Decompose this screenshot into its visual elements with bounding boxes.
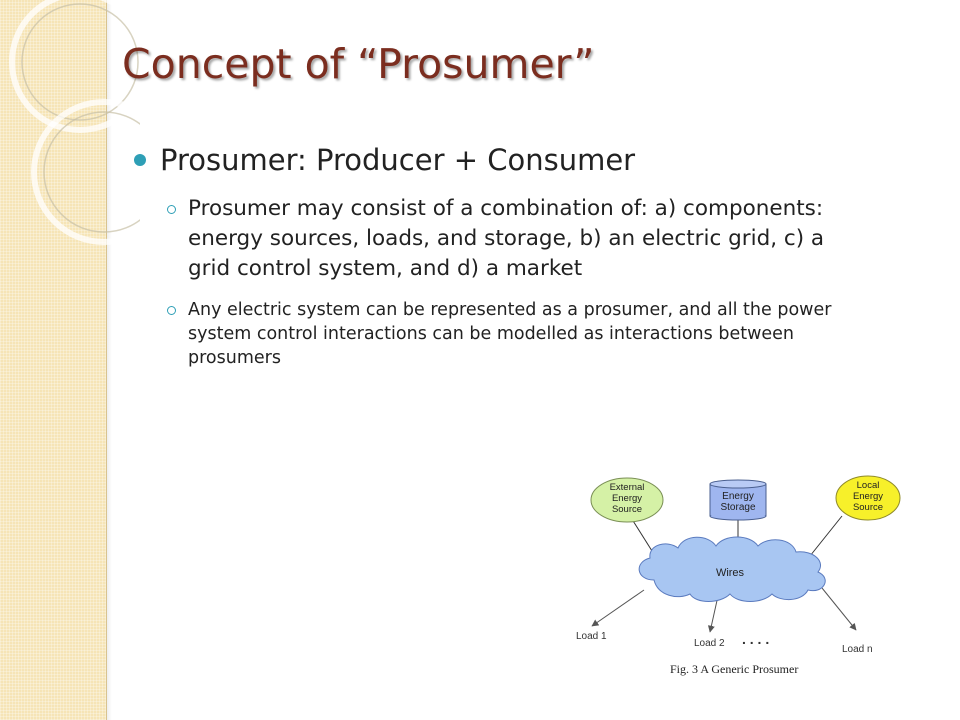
external-energy-source-node: External Energy Source <box>590 477 664 523</box>
figure-caption: Fig. 3 A Generic Prosumer <box>670 662 798 676</box>
local-source-label: Source <box>853 502 883 513</box>
sub-bullet-text: Prosumer may consist of a combination of… <box>188 196 825 281</box>
load-1-label: Load 1 <box>576 631 607 642</box>
wires-cloud: Wires <box>638 536 826 602</box>
bullet-ring-icon <box>167 306 176 315</box>
storage-label: Energy <box>722 491 754 502</box>
energy-storage-node: Energy Storage <box>709 479 767 521</box>
load-ellipsis: . . . . <box>742 631 769 647</box>
main-bullet: Prosumer: Producer + Consumer <box>132 142 844 178</box>
arrow-load-2 <box>707 595 719 633</box>
decorative-circles <box>9 0 140 245</box>
sub-bullet-text: Any electric system can be represented a… <box>188 300 832 368</box>
local-source-label: Energy <box>853 491 883 502</box>
side-band-shadow <box>106 0 112 720</box>
external-source-label: Source <box>612 504 642 515</box>
storage-label: Storage <box>720 502 755 513</box>
wires-label: Wires <box>716 567 745 579</box>
load-2-label: Load 2 <box>694 638 725 649</box>
main-bullet-text: Prosumer: Producer + Consumer <box>160 143 636 177</box>
link-local-to-wires <box>809 515 843 557</box>
bullet-ring-icon <box>167 205 176 214</box>
external-source-label: External <box>610 482 645 493</box>
slide-title: Concept of “Prosumer” <box>122 40 595 88</box>
bullet-list: Prosumer: Producer + Consumer Prosumer m… <box>132 142 844 370</box>
arrow-load-1 <box>591 589 645 627</box>
local-source-label: Local <box>857 480 880 491</box>
load-n-label: Load n <box>842 644 873 655</box>
sub-bullet: Prosumer may consist of a combination of… <box>132 194 844 284</box>
external-source-label: Energy <box>612 493 642 504</box>
bullet-dot-icon <box>134 154 146 166</box>
prosumer-diagram: External Energy Source Energy Storage Lo… <box>570 470 910 685</box>
local-energy-source-node: Local Energy Source <box>835 475 901 521</box>
sub-bullet: Any electric system can be represented a… <box>132 298 844 370</box>
arrow-load-n <box>821 587 857 631</box>
